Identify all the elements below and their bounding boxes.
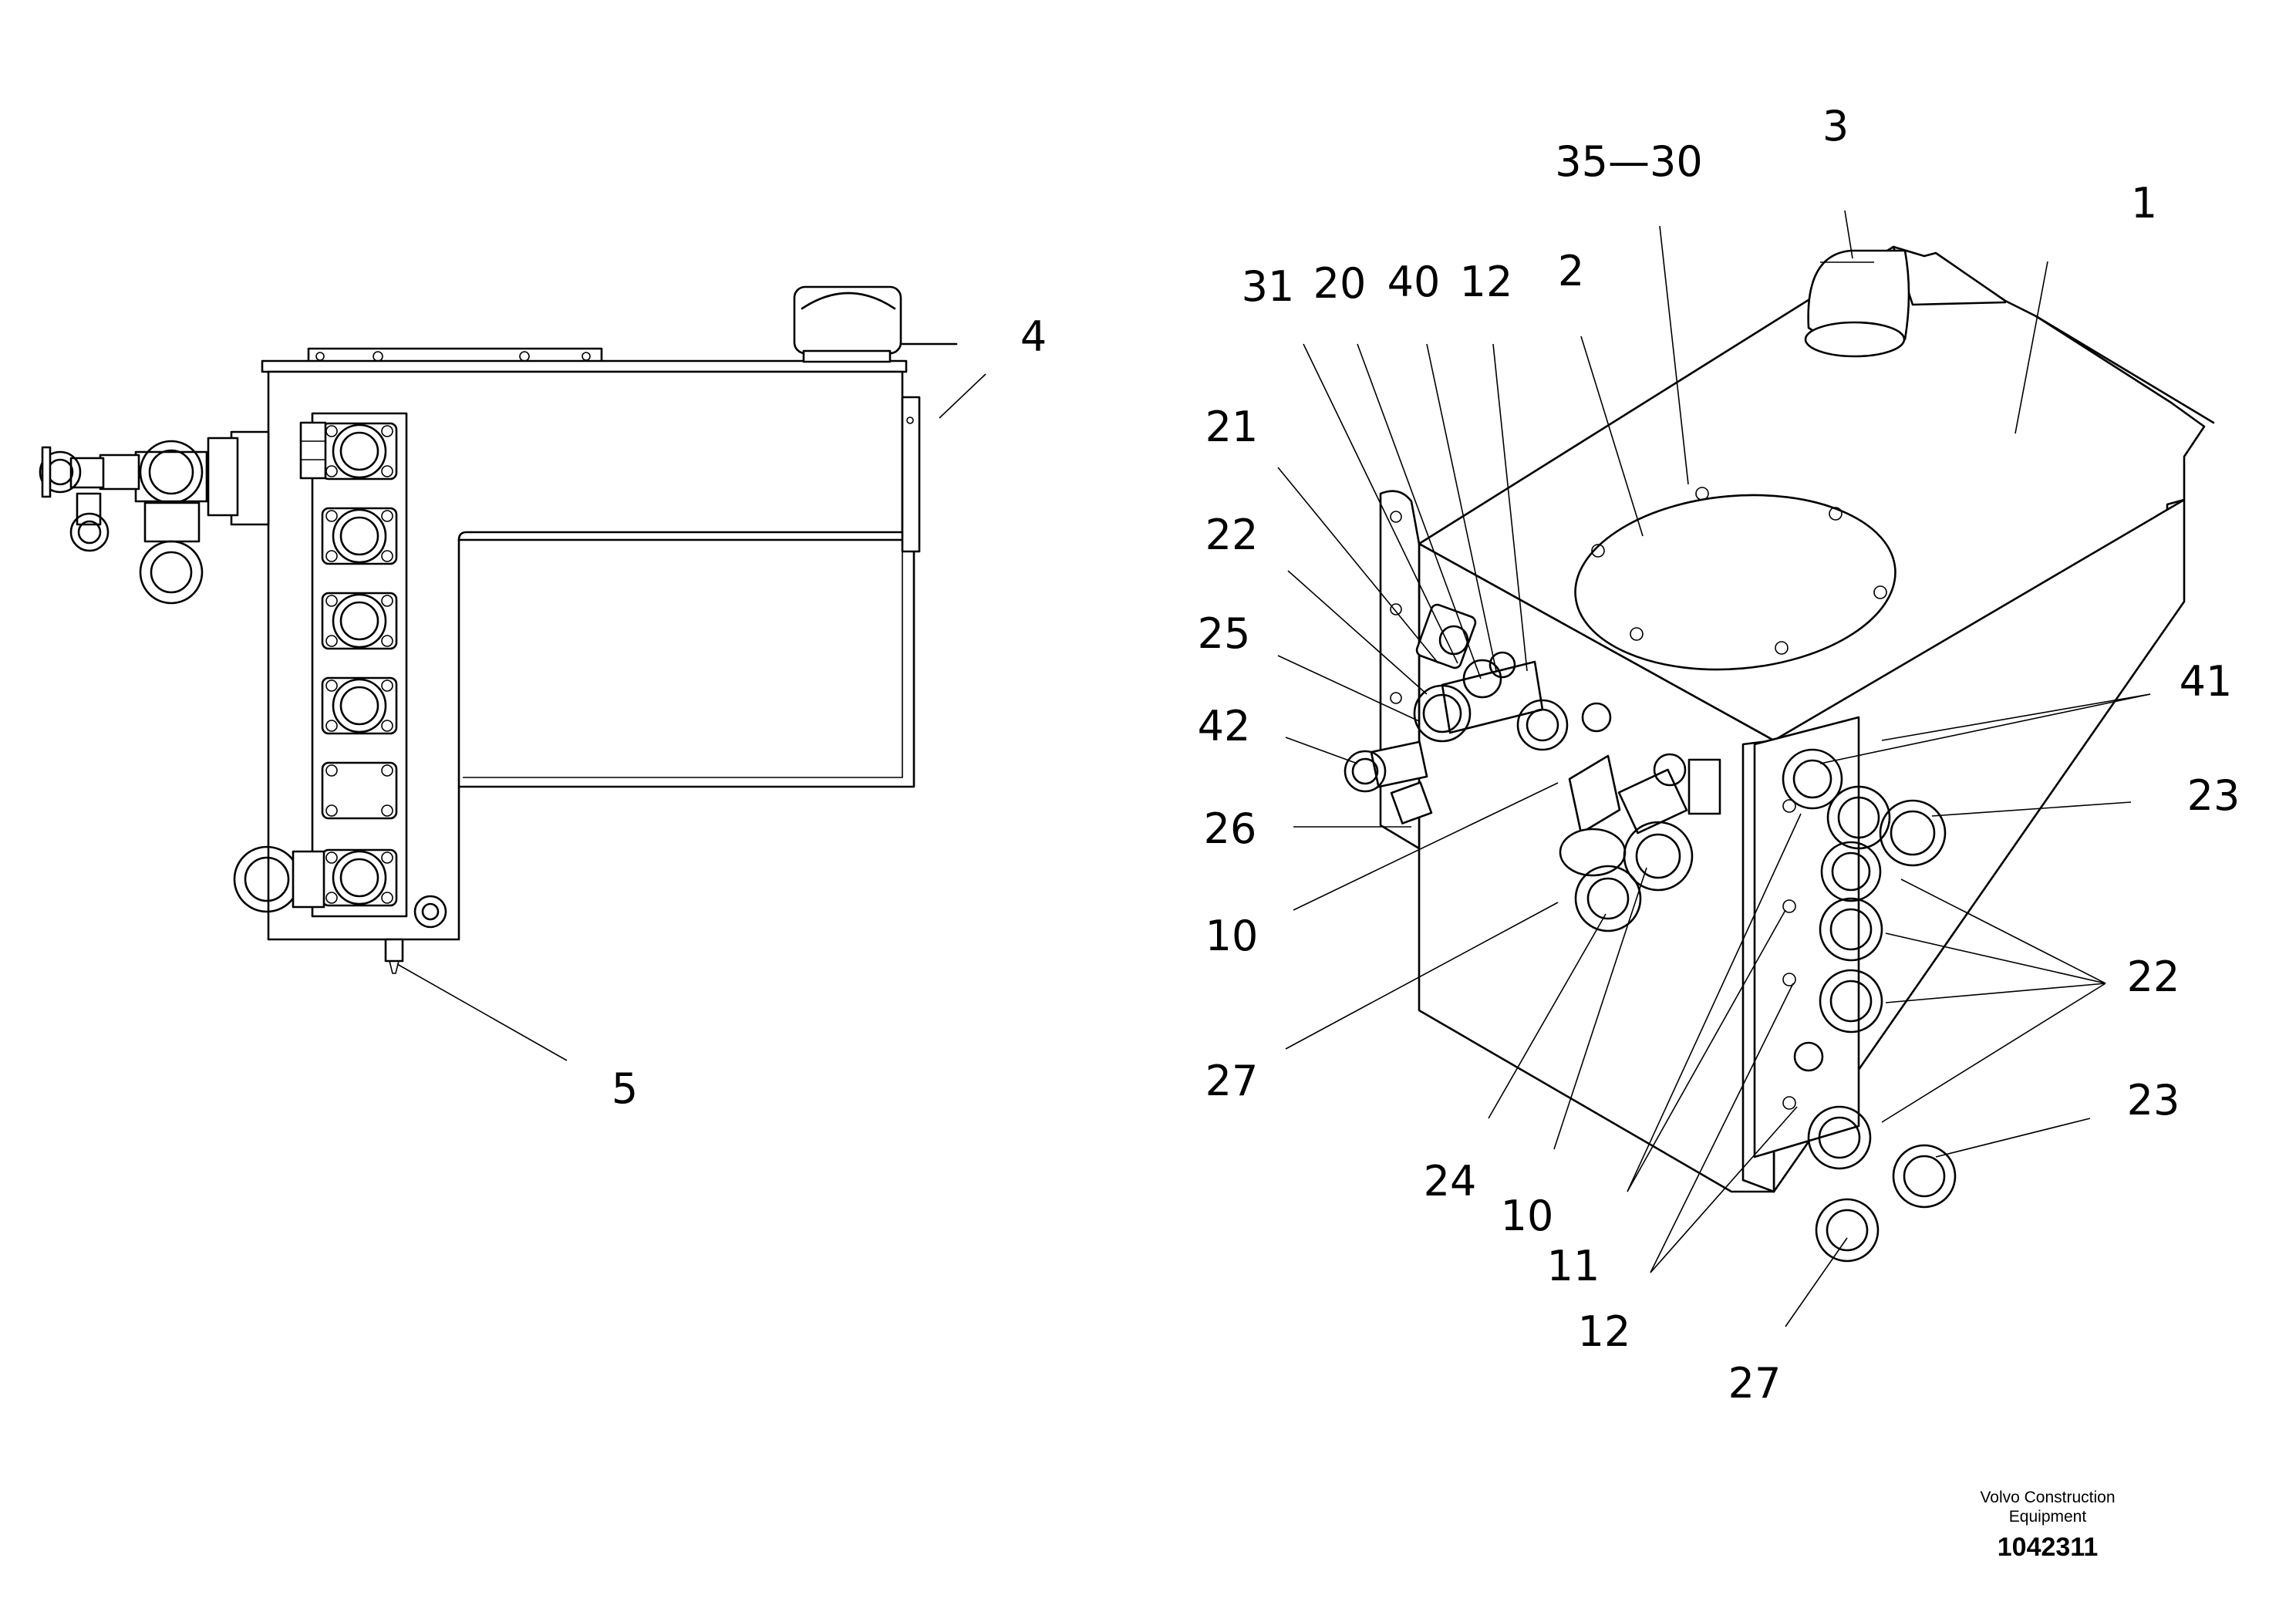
side-port-fittings — [1753, 716, 1957, 1263]
document-number: 1042311 — [1998, 1533, 2099, 1562]
callout-3: 3 — [1822, 102, 1849, 150]
callout-labels: 4 5 3 35—30 1 31 20 40 12 2 21 22 25 42 … — [612, 102, 2240, 1408]
footer-credit: Volvo Construction Equipment 1042311 — [1980, 1489, 2115, 1562]
bottom-left-fitting — [233, 845, 325, 913]
callout-35-30: 35—30 — [1555, 137, 1702, 186]
callout-27-bottom: 27 — [1728, 1359, 1782, 1408]
filler-cap — [1804, 249, 1910, 358]
tank-isometric-view — [1344, 245, 2215, 1263]
callout-42: 42 — [1198, 702, 1251, 750]
callout-12-bottom: 12 — [1578, 1307, 1631, 1356]
callout-23-top: 23 — [2187, 771, 2240, 820]
callout-22-left: 22 — [1205, 511, 1259, 559]
callout-40: 40 — [1387, 258, 1441, 306]
front-fittings — [1344, 603, 1721, 932]
callout-2: 2 — [1558, 247, 1584, 295]
callout-24: 24 — [1424, 1157, 1477, 1206]
callout-25: 25 — [1198, 609, 1251, 658]
callout-21: 21 — [1205, 403, 1259, 451]
callout-5: 5 — [612, 1064, 638, 1113]
leader-lines — [396, 210, 2151, 1327]
callout-20: 20 — [1313, 259, 1367, 308]
manifold-ports — [321, 422, 398, 907]
callout-27-left: 27 — [1205, 1057, 1259, 1105]
callout-31: 31 — [1242, 262, 1295, 311]
callout-41: 41 — [2180, 657, 2233, 706]
company-line-1: Volvo Construction — [1980, 1489, 2115, 1506]
callout-12-top: 12 — [1460, 258, 1513, 306]
tank-side-view — [39, 285, 958, 974]
callout-1: 1 — [2131, 179, 2157, 228]
company-line-2: Equipment — [2009, 1508, 2087, 1526]
callout-23-bottom: 23 — [2127, 1076, 2180, 1125]
callout-11: 11 — [1547, 1242, 1600, 1290]
callout-26: 26 — [1204, 804, 1257, 853]
callout-4: 4 — [1020, 312, 1047, 361]
callout-22-right: 22 — [2127, 953, 2180, 1001]
callout-10-bottom: 10 — [1501, 1192, 1554, 1240]
callout-10-left: 10 — [1205, 912, 1259, 960]
side-fittings — [39, 430, 270, 605]
